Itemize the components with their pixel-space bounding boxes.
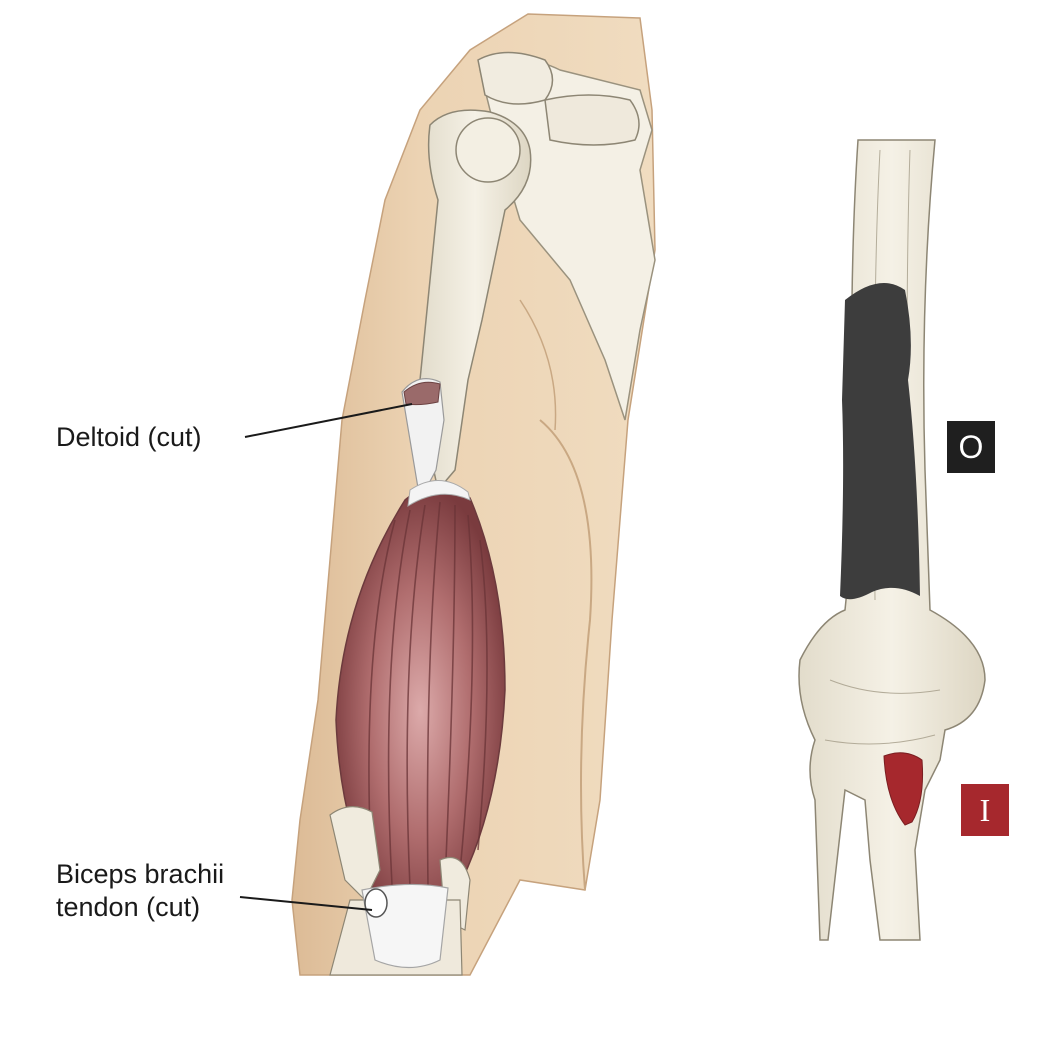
- deltoid-stump: [401, 378, 445, 502]
- elbow-region: [329, 806, 471, 976]
- right-bone-diagram: [798, 139, 986, 941]
- biceps-leader-line: [239, 896, 373, 911]
- insertion-badge: I: [961, 784, 1009, 836]
- deltoid-leader-line: [244, 403, 413, 438]
- biceps-label-line2: tendon (cut): [56, 892, 201, 922]
- humerus: [419, 109, 532, 492]
- origin-area: [840, 282, 920, 600]
- insertion-area: [883, 752, 924, 826]
- deltoid-label: Deltoid (cut): [56, 422, 202, 452]
- origin-badge: O: [947, 421, 995, 473]
- biceps-label-line1: Biceps brachii: [56, 859, 225, 889]
- muscle-belly: [335, 480, 506, 898]
